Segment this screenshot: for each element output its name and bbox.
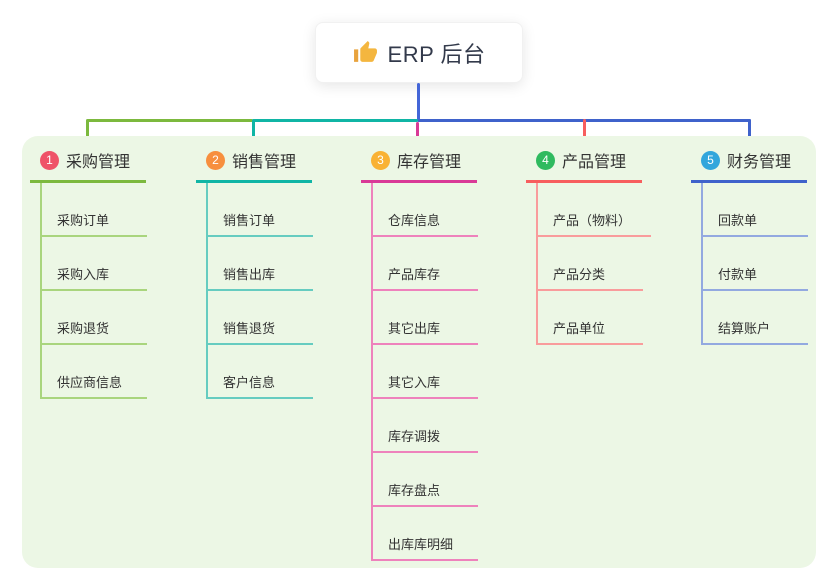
root-node-label: ERP 后台 — [387, 41, 486, 67]
branch-column: 5 财务管理 回款单付款单结算账户 — [691, 148, 839, 345]
thumbs-up-icon — [353, 40, 378, 65]
branch-node[interactable]: 4 产品管理 — [526, 148, 642, 183]
branch-column: 3 库存管理 仓库信息产品库存其它出库其它入库库存调拨库存盘点出库库明细 — [361, 148, 521, 561]
branch-node[interactable]: 2 销售管理 — [196, 148, 312, 183]
connector-branch-1-drop — [86, 119, 89, 150]
branch-items-list: 仓库信息产品库存其它出库其它入库库存调拨库存盘点出库库明细 — [371, 183, 478, 561]
leaf-node[interactable]: 采购订单 — [42, 183, 147, 237]
leaf-node[interactable]: 其它出库 — [373, 291, 478, 345]
leaf-node[interactable]: 结算账户 — [703, 291, 808, 345]
branch-label: 销售管理 — [232, 154, 297, 171]
leaf-node[interactable]: 销售订单 — [208, 183, 313, 237]
leaf-node[interactable]: 付款单 — [703, 237, 808, 291]
branch-number-badge: 3 — [371, 150, 390, 170]
connector-horizontal-mid — [253, 119, 418, 122]
root-node[interactable]: ERP 后台 — [315, 22, 523, 83]
connector-branch-2-drop — [252, 119, 255, 150]
leaf-node[interactable]: 出库库明细 — [373, 507, 478, 561]
leaf-node[interactable]: 产品库存 — [373, 237, 478, 291]
branch-label: 产品管理 — [562, 154, 627, 171]
leaf-node[interactable]: 回款单 — [703, 183, 808, 237]
connector-horizontal-left — [87, 119, 253, 122]
leaf-node[interactable]: 销售出库 — [208, 237, 313, 291]
connector-branch-4-drop — [583, 119, 586, 150]
leaf-node[interactable]: 供应商信息 — [42, 345, 147, 399]
branch-number-badge: 4 — [536, 150, 555, 170]
branch-number-badge: 5 — [701, 150, 720, 170]
branch-column: 1 采购管理 采购订单采购入库采购退货供应商信息 — [30, 148, 190, 399]
leaf-node[interactable]: 产品分类 — [538, 237, 643, 291]
leaf-node[interactable]: 产品（物料） — [538, 183, 652, 237]
branch-node[interactable]: 3 库存管理 — [361, 148, 477, 183]
leaf-node[interactable]: 采购退货 — [42, 291, 147, 345]
branch-label: 财务管理 — [727, 154, 792, 171]
connector-branch-5-drop — [748, 119, 751, 150]
branch-node[interactable]: 5 财务管理 — [691, 148, 807, 183]
branch-number-badge: 1 — [40, 150, 59, 170]
leaf-node[interactable]: 采购入库 — [42, 237, 147, 291]
leaf-node[interactable]: 库存调拨 — [373, 399, 478, 453]
branch-column: 2 销售管理 销售订单销售出库销售退货客户信息 — [196, 148, 356, 399]
connector-root-drop — [417, 83, 420, 122]
branch-column: 4 产品管理 产品（物料）产品分类产品单位 — [526, 148, 686, 345]
leaf-node[interactable]: 其它入库 — [373, 345, 478, 399]
leaf-node[interactable]: 产品单位 — [538, 291, 643, 345]
branch-items-list: 产品（物料）产品分类产品单位 — [536, 183, 652, 345]
branches-panel — [22, 136, 816, 568]
leaf-node[interactable]: 仓库信息 — [373, 183, 478, 237]
branch-label: 库存管理 — [397, 154, 462, 171]
branch-number-badge: 2 — [206, 150, 225, 170]
branch-label: 采购管理 — [66, 154, 131, 171]
leaf-node[interactable]: 销售退货 — [208, 291, 313, 345]
leaf-node[interactable]: 库存盘点 — [373, 453, 478, 507]
branch-items-list: 采购订单采购入库采购退货供应商信息 — [40, 183, 147, 399]
branch-node[interactable]: 1 采购管理 — [30, 148, 146, 183]
leaf-node[interactable]: 客户信息 — [208, 345, 313, 399]
branch-items-list: 回款单付款单结算账户 — [701, 183, 808, 345]
branch-items-list: 销售订单销售出库销售退货客户信息 — [206, 183, 313, 399]
